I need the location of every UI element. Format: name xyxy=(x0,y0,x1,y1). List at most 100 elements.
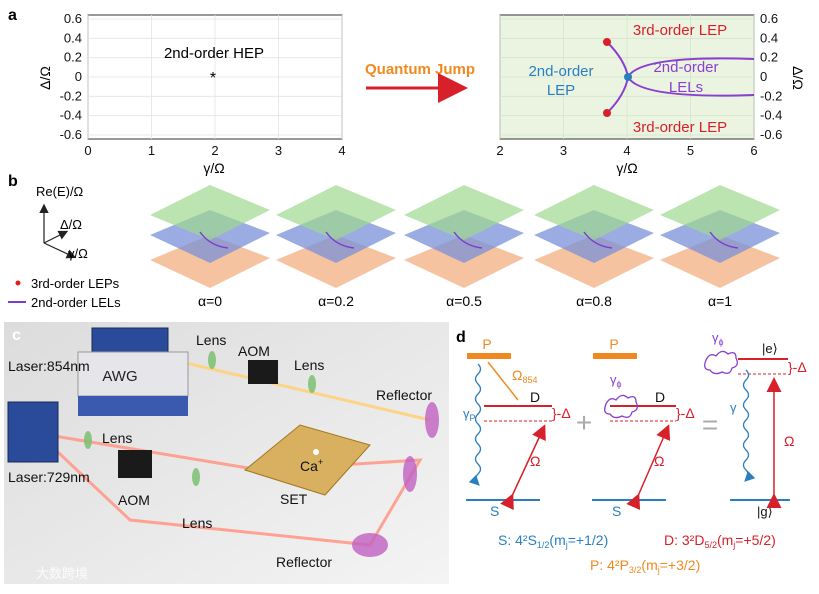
axis-y-arrow xyxy=(43,230,69,244)
awg-box xyxy=(77,351,189,397)
panel-b-label: b xyxy=(8,173,18,190)
lel-lower-curve xyxy=(606,73,755,114)
lens-4 xyxy=(192,468,200,486)
x-tick-label: 2 xyxy=(496,143,503,158)
surface-lel xyxy=(199,231,229,249)
level1-p-label: P xyxy=(482,336,491,352)
surface-2: α=0.5 xyxy=(404,185,524,309)
surface-0: α=0 xyxy=(150,185,270,309)
level3-delta: }-Δ xyxy=(788,359,807,375)
laser-729-box xyxy=(7,401,59,463)
legend-lep-text: 3rd-order LEPs xyxy=(31,276,120,291)
y-tick-label: -0.4 xyxy=(760,108,782,123)
quantum-jump-label: Quantum Jump xyxy=(365,61,475,78)
awg-label: AWG xyxy=(102,368,137,385)
level3-gammaphi-wave xyxy=(704,350,738,375)
legend: 3rd-order LEPs 2nd-order LELs xyxy=(8,276,121,310)
lep3-bottom-label: 3rd-order LEP xyxy=(633,119,727,136)
left-xlabel: γ/Ω xyxy=(203,160,224,176)
set-label: SET xyxy=(280,491,308,507)
watermark: 大数跨境 xyxy=(36,566,88,581)
surface-4: α=1 xyxy=(660,185,780,309)
surface-caption: α=0.5 xyxy=(446,293,482,309)
lep2-label-line2: LEP xyxy=(547,82,575,99)
axes-triad: Re(E)/Ω Δ/Ω γ/Ω xyxy=(36,184,88,261)
lep3-top-point xyxy=(603,38,611,46)
y-tick-label: 0.2 xyxy=(760,50,778,65)
surface-caption: α=0.2 xyxy=(318,293,354,309)
lens-label-4: Lens xyxy=(182,515,212,531)
level1-s-label: S xyxy=(490,503,499,519)
panel-a-label: a xyxy=(8,7,17,24)
level1-d-label: D xyxy=(530,389,540,405)
axis-x-label: γ/Ω xyxy=(68,246,88,261)
awg-base xyxy=(78,396,188,416)
reflector-mid xyxy=(403,456,417,492)
y-tick-label: -0.6 xyxy=(760,127,782,142)
state-p-def: P: 4²P3/2(mj=+3/2) xyxy=(590,557,700,575)
y-tick-label: 0 xyxy=(75,69,82,84)
level2-p-bar xyxy=(593,353,637,359)
surface-3: α=0.8 xyxy=(534,185,654,309)
level2-omega-arrow xyxy=(626,424,671,510)
setup-photo: c AWG Laser:854nm Laser:729nm Lens AOM L… xyxy=(4,322,449,584)
surface-caption: α=1 xyxy=(708,293,732,309)
surface-plots: α=0 α=0.2 α=0.5 α=0.8 α=1 xyxy=(150,185,780,309)
level3-g-label: |g⟩ xyxy=(757,504,773,519)
lens-label-2: Lens xyxy=(294,357,324,373)
surface-green xyxy=(660,185,780,240)
y-tick-label: -0.2 xyxy=(60,88,82,103)
level1-omega854-label: Ω854 xyxy=(512,367,538,385)
hep-point: * xyxy=(210,70,216,87)
surface-lel xyxy=(583,231,613,249)
level1-omega854-line xyxy=(487,361,519,401)
reflector-top xyxy=(425,402,439,438)
x-tick-label: 3 xyxy=(560,143,567,158)
surface-caption: α=0 xyxy=(198,293,222,309)
lep2-label-line1: 2nd-order xyxy=(528,63,593,80)
surface-green xyxy=(534,185,654,240)
axis-z-label: Re(E)/Ω xyxy=(36,184,84,199)
y-tick-label: 0.6 xyxy=(64,11,82,26)
level1-delta: }-Δ xyxy=(552,405,571,421)
x-tick-label: 6 xyxy=(750,143,757,158)
level2-gammaphi-wave xyxy=(604,394,638,419)
surface-lel xyxy=(325,231,355,249)
aom-top-box xyxy=(248,360,278,384)
level2-p-label: P xyxy=(609,336,618,352)
ion-label: Ca+ xyxy=(300,457,323,474)
x-tick-label: 4 xyxy=(623,143,630,158)
lens-3 xyxy=(84,431,92,449)
level1-p-bar xyxy=(467,353,511,359)
x-tick-label: 4 xyxy=(338,143,345,158)
lens-2 xyxy=(308,375,316,393)
level2-delta: }-Δ xyxy=(676,405,695,421)
lep3-bottom-point xyxy=(603,109,611,117)
y-tick-label: 0 xyxy=(760,69,767,84)
axis-y-label: Δ/Ω xyxy=(60,217,82,232)
legend-lep-marker xyxy=(15,280,21,286)
x-tick-label: 2 xyxy=(211,143,218,158)
laser-729-label: Laser:729nm xyxy=(8,469,90,485)
y-tick-label: 0.2 xyxy=(64,50,82,65)
lens-label-3: Lens xyxy=(102,430,132,446)
lep3-top-label: 3rd-order LEP xyxy=(633,22,727,39)
panel-c-label: c xyxy=(12,327,21,344)
aom-bottom-box xyxy=(118,450,152,478)
axis-x-arrow xyxy=(43,242,77,259)
reflector-bottom xyxy=(352,533,388,557)
lep2-point xyxy=(624,73,632,81)
set-trap xyxy=(243,424,371,496)
state-s-def: S: 4²S1/2(mj=+1/2) xyxy=(498,532,608,550)
level-diagram-2: P D }-Δ S γϕ Ω xyxy=(592,336,695,519)
surface-lel xyxy=(709,231,739,249)
level1-omega-label: Ω xyxy=(530,453,540,469)
right-ylabel: Δ/Ω xyxy=(790,66,806,90)
reflector-bottom-label: Reflector xyxy=(276,554,332,570)
level1-gammaP-label: γP xyxy=(463,406,476,423)
x-tick-label: 5 xyxy=(687,143,694,158)
lens-1 xyxy=(208,351,216,369)
level-diagram-1: P D }-Δ S γP Ω854 Ω xyxy=(463,336,571,519)
